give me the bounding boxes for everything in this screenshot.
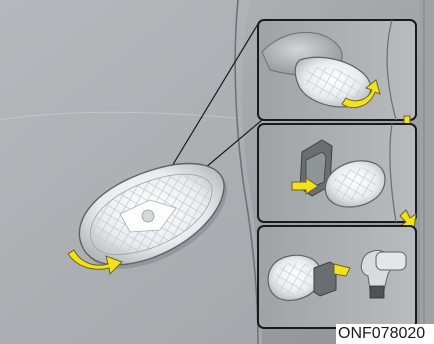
right-margin-panel [420,0,434,344]
inset-step-1 [258,20,416,120]
body-highlight [0,0,262,344]
inset-step-2 [258,124,416,222]
inset-step-3 [258,226,416,328]
figure-code: ONF078020 [336,324,434,344]
